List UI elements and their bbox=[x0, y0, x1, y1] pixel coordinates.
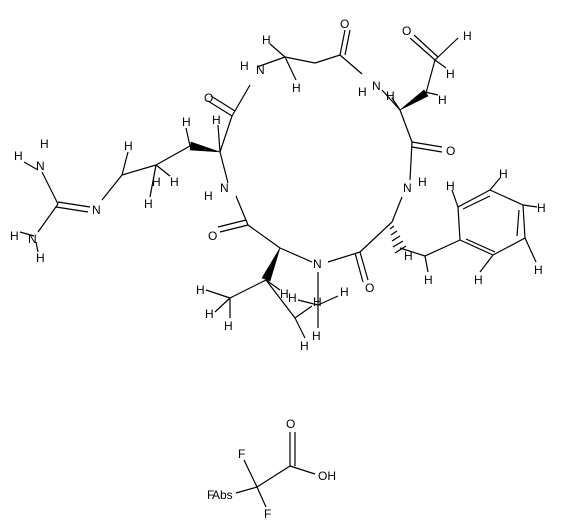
atom-o-phe: O bbox=[365, 281, 374, 295]
atom-h-val-alpha: H bbox=[280, 287, 289, 301]
tfa-f-left: F bbox=[207, 488, 214, 502]
tfa-o-h: OH bbox=[318, 469, 336, 483]
atom-h-arg-a: H bbox=[212, 113, 221, 127]
atom-h-asp-3: H bbox=[386, 89, 395, 103]
atom-h-me-c: H bbox=[340, 285, 349, 299]
atom-h-n-gly-top: H bbox=[240, 59, 249, 73]
atom-h-gly-1: H bbox=[292, 81, 301, 95]
atom-h-val-e: H bbox=[313, 295, 322, 309]
atom-h-ph-3: H bbox=[537, 201, 546, 215]
atom-labels: O H O N H N H O O N H N H H N H N H N H … bbox=[10, 17, 546, 353]
arg-side-chain bbox=[19, 127, 221, 253]
n-methyl-group bbox=[297, 272, 339, 328]
tfa-abs-label: Abs bbox=[212, 488, 233, 502]
macrocycle-bonds bbox=[207, 29, 443, 283]
atom-h-arg-2: H bbox=[170, 175, 179, 189]
tfa-counter-ion: O OH F F Abs F bbox=[207, 417, 336, 521]
atom-h-ph-4: H bbox=[534, 263, 543, 277]
atom-h-me-a: H bbox=[312, 329, 321, 343]
atom-h-guan2b: H bbox=[36, 251, 45, 265]
tfa-f-top: F bbox=[238, 447, 245, 461]
atom-h-n-phe: H bbox=[418, 175, 427, 189]
atom-h-guan1b: H bbox=[40, 137, 49, 151]
atom-h-ph-1: H bbox=[446, 179, 455, 193]
atom-o-asp: O bbox=[446, 144, 455, 158]
atom-h-val-a: H bbox=[196, 283, 205, 297]
atom-h-arg-5: H bbox=[152, 175, 161, 189]
atom-n-phe: N bbox=[403, 181, 412, 195]
atom-h-guan2: H bbox=[10, 229, 19, 243]
tfa-o-double: O bbox=[286, 417, 295, 431]
atom-h-n-asp: H bbox=[358, 85, 367, 99]
atom-h-val-b: H bbox=[224, 319, 233, 333]
atom-o-gly: O bbox=[340, 17, 349, 31]
atom-n-guan1: N bbox=[36, 159, 45, 173]
atom-h-guan1: H bbox=[14, 149, 23, 163]
atom-h-me-b: H bbox=[288, 291, 297, 305]
atom-o-val: O bbox=[208, 229, 217, 243]
atom-h-arg-1: H bbox=[182, 115, 191, 129]
atom-h-acid: H bbox=[463, 29, 472, 43]
val-side-chain bbox=[205, 247, 313, 339]
atom-h-ph-5: H bbox=[474, 273, 483, 287]
atom-h-ph-2: H bbox=[499, 167, 508, 181]
asp-side-chain bbox=[399, 34, 459, 111]
atom-h-val-c: H bbox=[205, 307, 214, 321]
tfa-f-bottom: F bbox=[264, 507, 271, 521]
atom-o-arg: O bbox=[204, 91, 213, 105]
atom-n-asp: N bbox=[372, 79, 381, 93]
atom-h-val-d: H bbox=[300, 339, 309, 353]
atom-n-me: N bbox=[313, 257, 322, 271]
atom-h-n-arg: H bbox=[204, 189, 213, 203]
atom-n-gly-top: N bbox=[256, 63, 265, 77]
atom-h-gly-2: H bbox=[262, 33, 271, 47]
atom-h-phe-b: H bbox=[404, 249, 413, 263]
atom-h-arg-3: H bbox=[144, 197, 153, 211]
atom-n-arg: N bbox=[220, 181, 229, 195]
atom-h-asp-2: H bbox=[446, 67, 455, 81]
atom-h-asp-1: H bbox=[438, 93, 447, 107]
atom-h-arg-4: H bbox=[124, 139, 133, 153]
atom-n-guan-eq: N bbox=[92, 203, 101, 217]
atom-h-phe-a1: H bbox=[424, 273, 433, 287]
atom-n-guan2: N bbox=[28, 232, 37, 246]
atom-o-acid: O bbox=[402, 24, 411, 38]
phe-side-chain bbox=[389, 177, 538, 273]
ring-hydrogen-stubs bbox=[217, 43, 401, 153]
